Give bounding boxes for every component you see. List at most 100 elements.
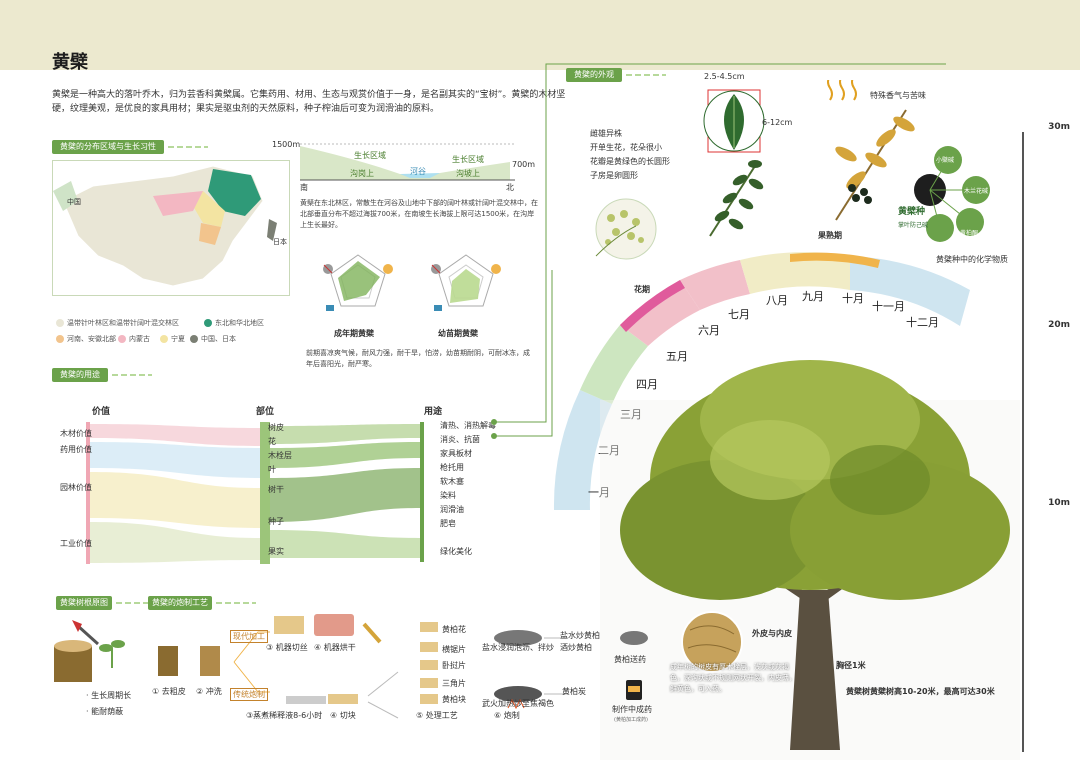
value-1: 药用价值 <box>60 445 92 454</box>
profile-zone2: 生长区域 <box>452 155 484 164</box>
uses-col-use: 用途 <box>424 407 443 417</box>
final-products-illustration <box>620 631 648 700</box>
root-item-1: · 能耐荫蔽 <box>86 707 124 716</box>
seed-item-1: 木兰花碱 <box>964 188 989 195</box>
profile-zone1: 生长区域 <box>354 151 386 160</box>
step-0: ① 去粗皮 <box>152 687 186 696</box>
scale-30m: 30m <box>1048 122 1070 132</box>
habit-radar <box>323 254 501 311</box>
header-band <box>0 0 1080 70</box>
dbh-label: 胸径1米 <box>836 661 866 670</box>
habit-adult-label: 成年期黄檗 <box>334 329 374 338</box>
month-5: 五月 <box>666 350 688 363</box>
month-4: 四月 <box>636 378 658 391</box>
section-process: 黄檗的炮制工艺 <box>148 596 256 610</box>
chem-label: 黄檗种中的化学物质 <box>936 255 1008 264</box>
use-0: 清热、消热解毒 <box>440 421 496 430</box>
uses-col-part: 部位 <box>256 407 275 417</box>
map-label-japan: 日本 <box>273 238 287 246</box>
section-distribution: 黄檗的分布区域与生长习性 <box>52 140 208 154</box>
use-7: 肥皂 <box>440 519 456 528</box>
step-1: ② 冲洗 <box>196 687 222 696</box>
fruiting-branch-illustration <box>827 80 915 221</box>
month-9: 九月 <box>802 290 824 303</box>
process-flow <box>158 614 568 719</box>
flower-cluster-illustration <box>595 198 657 260</box>
month-3: 三月 <box>620 408 642 421</box>
compound-leaf-illustration <box>709 160 764 237</box>
fragrance-label: 特殊香气与苦味 <box>870 91 926 100</box>
part-5: 种子 <box>268 517 284 526</box>
month-12: 十二月 <box>906 316 939 329</box>
month-10: 十月 <box>842 292 864 305</box>
uses-col-value: 价值 <box>92 407 111 417</box>
seed-item-0: 小檗碱 <box>936 157 955 164</box>
cut-4: 黄柏块 <box>442 695 466 704</box>
profile-south: 南 <box>300 183 308 192</box>
leaf-illustration <box>703 89 765 153</box>
trait-3: 子房是卵圆形 <box>590 171 638 180</box>
cut-2: 卧挝片 <box>442 661 466 670</box>
legend-swatch <box>160 335 168 343</box>
cut-0: 黄柏花 <box>442 625 466 634</box>
fruit-period-label: 果熟期 <box>818 231 842 240</box>
final-sub: (黄柏加工成药) <box>614 717 648 723</box>
legend-item-4: 内蒙古 <box>118 334 150 344</box>
phenology-calendar <box>553 252 970 510</box>
month-1: 一月 <box>588 486 610 499</box>
part-0: 树皮 <box>268 423 284 432</box>
page-title: 黄檗 <box>52 52 88 73</box>
final-1: 制作中成药 <box>612 705 652 714</box>
leaf-length: 6-12cm <box>762 118 793 127</box>
bark-description: 成年树的树皮有厚木栓层，浅灰或灰褐色，深沟状或不规则网状开裂，内皮薄，鲜黄色，可… <box>670 663 796 693</box>
legend-swatch <box>56 335 64 343</box>
bark-detail-circle <box>681 611 743 673</box>
value-3: 工业价值 <box>60 539 92 548</box>
legend-swatch <box>190 335 198 343</box>
use-3: 枪托用 <box>440 463 464 472</box>
trait-2: 花瓣是黄绿色的长圆形 <box>590 157 670 166</box>
step-2: ③ 机器切丝 <box>266 643 308 652</box>
bark-title: 外皮与内皮 <box>752 629 792 638</box>
legend-item-1: 温带针叶林区和温带针阔叶混交林区 <box>56 318 179 328</box>
value-0: 木材价值 <box>60 429 92 438</box>
legend-item-3: 河南、安徽北部 <box>56 334 116 344</box>
use-1: 消炎、抗菌 <box>440 435 480 444</box>
part-6: 果实 <box>268 547 284 556</box>
product-0: 盐水炒黄柏 <box>560 631 600 640</box>
intro-text: 黄檗是一种高大的落叶乔木，归为芸香科黄檗属。它集药用、材用、生态与观赏价值于一身… <box>52 90 566 114</box>
legend-item-2: 东北和华北地区 <box>204 318 264 328</box>
use-4: 软木塞 <box>440 477 464 486</box>
seed-item-3: 黄柏酮 <box>960 230 979 237</box>
step-3: ④ 机器烘干 <box>314 643 356 652</box>
china-map <box>53 165 277 287</box>
scale-20m: 20m <box>1048 320 1070 330</box>
profile-left-height: 1500m <box>272 140 301 149</box>
map-frame: 中国 日本 <box>52 160 290 296</box>
month-6: 六月 <box>698 324 720 337</box>
section-uses: 黄檗的用途 <box>52 368 152 382</box>
elevation-profile <box>300 140 515 186</box>
final-0: 黄柏送药 <box>614 655 646 664</box>
trait-1: 开单生花，花朵很小 <box>590 143 662 152</box>
part-3: 叶 <box>268 465 276 474</box>
trait-0: 雌雄异株 <box>590 129 622 138</box>
height-scale <box>1022 132 1024 752</box>
legend-item-5: 宁夏 <box>160 334 185 344</box>
part-4: 树干 <box>268 485 284 494</box>
month-11: 十一月 <box>872 300 905 313</box>
product-1: 酒炒黄柏 <box>560 643 592 652</box>
month-2: 二月 <box>598 444 620 457</box>
value-2: 园林价值 <box>60 483 92 492</box>
method-0: 盐水浸润泡沥、拌炒 <box>482 643 554 652</box>
cut-1: 横锯片 <box>442 645 466 654</box>
leaf-width: 2.5-4.5cm <box>704 72 745 81</box>
section-root: 黄檗树根原图 <box>56 596 156 610</box>
use-6: 润滑油 <box>440 505 464 514</box>
month-7: 七月 <box>728 308 750 321</box>
seed-label: 黄檗种 <box>898 207 926 217</box>
legend-swatch <box>118 335 126 343</box>
tree-illustration <box>600 360 1020 760</box>
habit-young-label: 幼苗期黄檗 <box>438 329 478 338</box>
profile-river: 河谷 <box>410 167 426 176</box>
